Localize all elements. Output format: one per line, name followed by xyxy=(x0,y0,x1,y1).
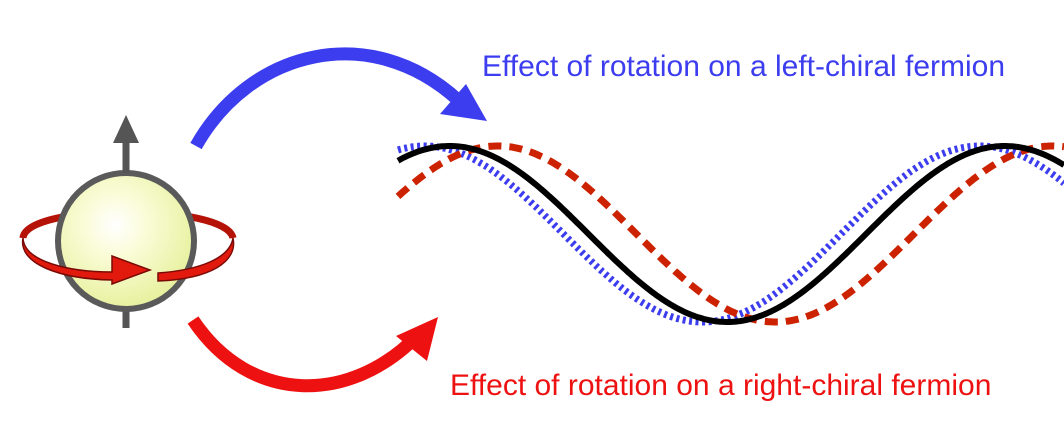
left-chiral-caption: Effect of rotation on a left-chiral ferm… xyxy=(482,52,1005,82)
arrow-up-icon xyxy=(113,115,139,143)
left-chiral-wave xyxy=(398,146,1064,322)
right-chiral-caption: Effect of rotation on a right-chiral fer… xyxy=(450,371,991,401)
right-chiral-arrow xyxy=(193,317,438,386)
left-chiral-arrow xyxy=(196,54,487,146)
wave-group xyxy=(398,146,1064,322)
particle-sphere xyxy=(58,173,194,309)
